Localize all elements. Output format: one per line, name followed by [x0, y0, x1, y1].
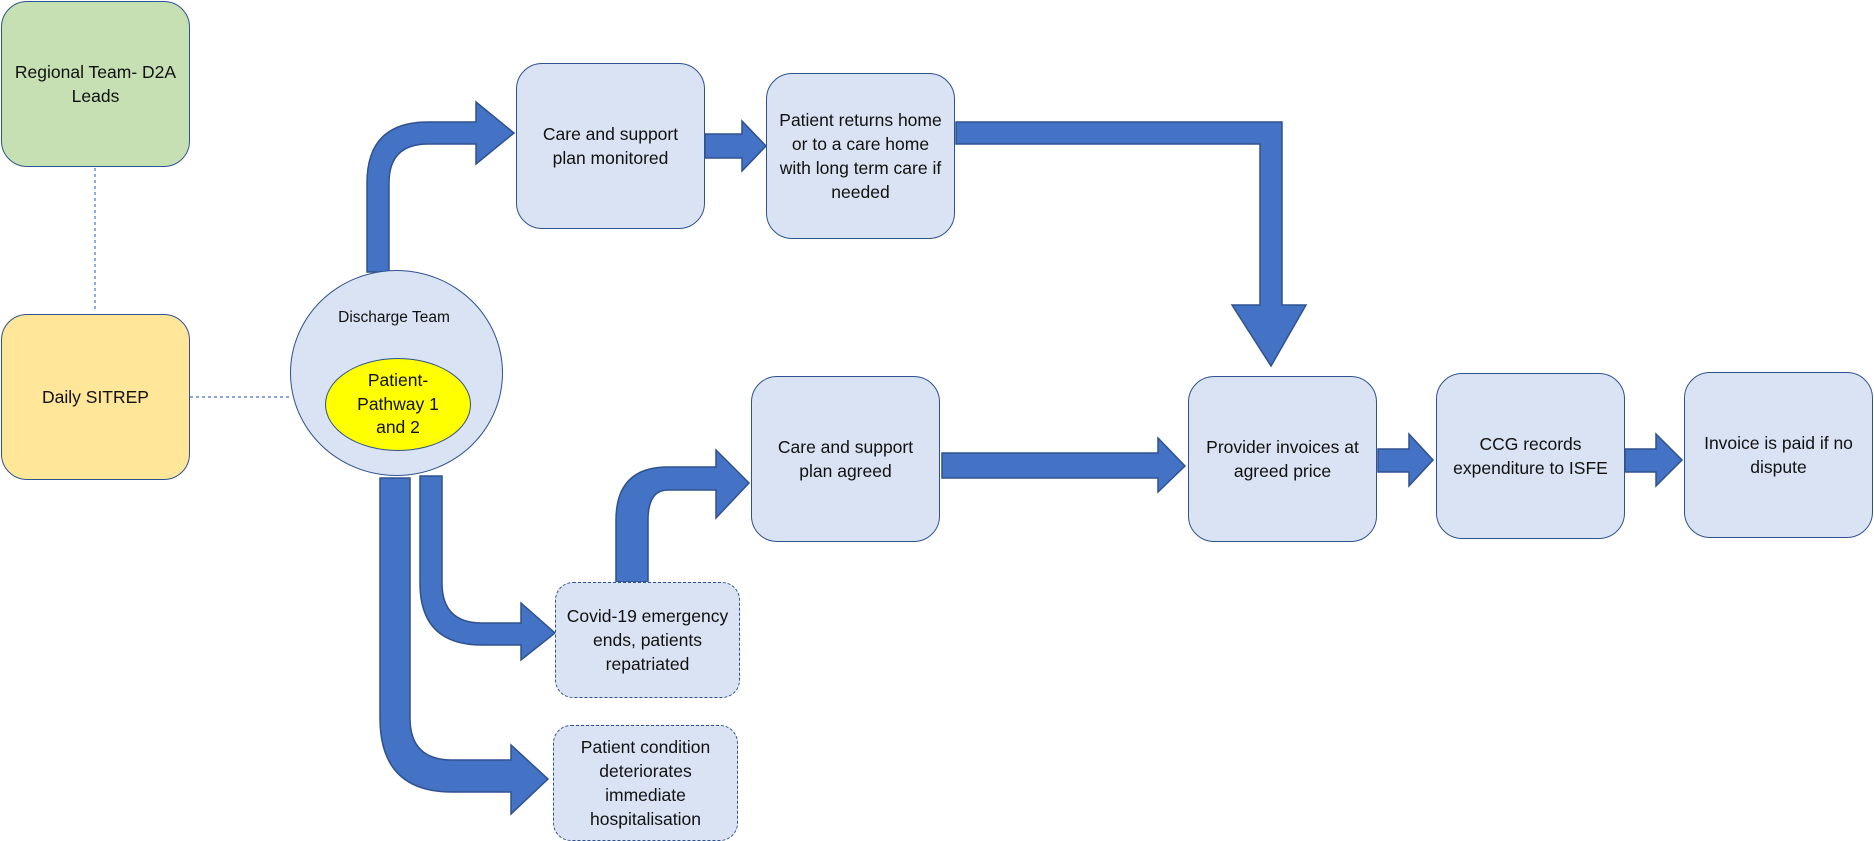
care-plan-monitored-label: Care and support plan monitored — [542, 123, 679, 168]
arrow-care-agreed-to-provider — [941, 436, 1187, 494]
arrow-discharge-to-covid — [419, 475, 557, 662]
invoice-paid-box: Invoice is paid if no dispute — [1684, 372, 1873, 538]
arrow-provider-to-ccg — [1377, 432, 1435, 488]
arrow-discharge-to-care-monitored — [366, 100, 516, 273]
daily-sitrep-box: Daily SITREP — [1, 314, 190, 480]
patient-deteriorates-box: Patient condition deteriorates immediate… — [553, 725, 738, 841]
regional-team-label: Regional Team- D2A Leads — [14, 61, 177, 106]
patient-deteriorates-label: Patient condition deteriorates immediate… — [580, 736, 711, 830]
arrow-patient-returns-to-provider — [955, 121, 1308, 368]
regional-team-box: Regional Team- D2A Leads — [1, 1, 190, 167]
arrow-discharge-to-deteriorates — [379, 477, 550, 816]
ccg-records-label: CCG records expenditure to ISFE — [1453, 433, 1608, 478]
provider-invoices-label: Provider invoices at agreed price — [1206, 436, 1359, 481]
care-plan-agreed-label: Care and support plan agreed — [777, 436, 914, 481]
patient-pathway-label: Patient- Pathway 1 and 2 — [357, 370, 439, 438]
daily-sitrep-label: Daily SITREP — [42, 386, 149, 407]
patient-returns-label: Patient returns home or to a care home w… — [779, 109, 942, 203]
arrow-care-monitored-to-patient-returns — [704, 119, 768, 173]
provider-invoices-box: Provider invoices at agreed price — [1188, 376, 1377, 542]
covid-ends-label: Covid-19 emergency ends, patients repatr… — [566, 605, 729, 675]
care-plan-agreed-box: Care and support plan agreed — [751, 376, 940, 542]
care-plan-monitored-box: Care and support plan monitored — [516, 63, 705, 229]
covid-ends-box: Covid-19 emergency ends, patients repatr… — [555, 582, 740, 698]
patient-returns-box: Patient returns home or to a care home w… — [766, 73, 955, 239]
ccg-records-box: CCG records expenditure to ISFE — [1436, 373, 1625, 539]
arrow-covid-to-care-agreed — [615, 448, 751, 583]
discharge-team-label: Discharge Team — [338, 309, 450, 326]
patient-pathway-ellipse: Patient- Pathway 1 and 2 — [325, 358, 471, 451]
arrow-ccg-to-invoice-paid — [1624, 432, 1684, 488]
invoice-paid-label: Invoice is paid if no dispute — [1704, 432, 1853, 477]
